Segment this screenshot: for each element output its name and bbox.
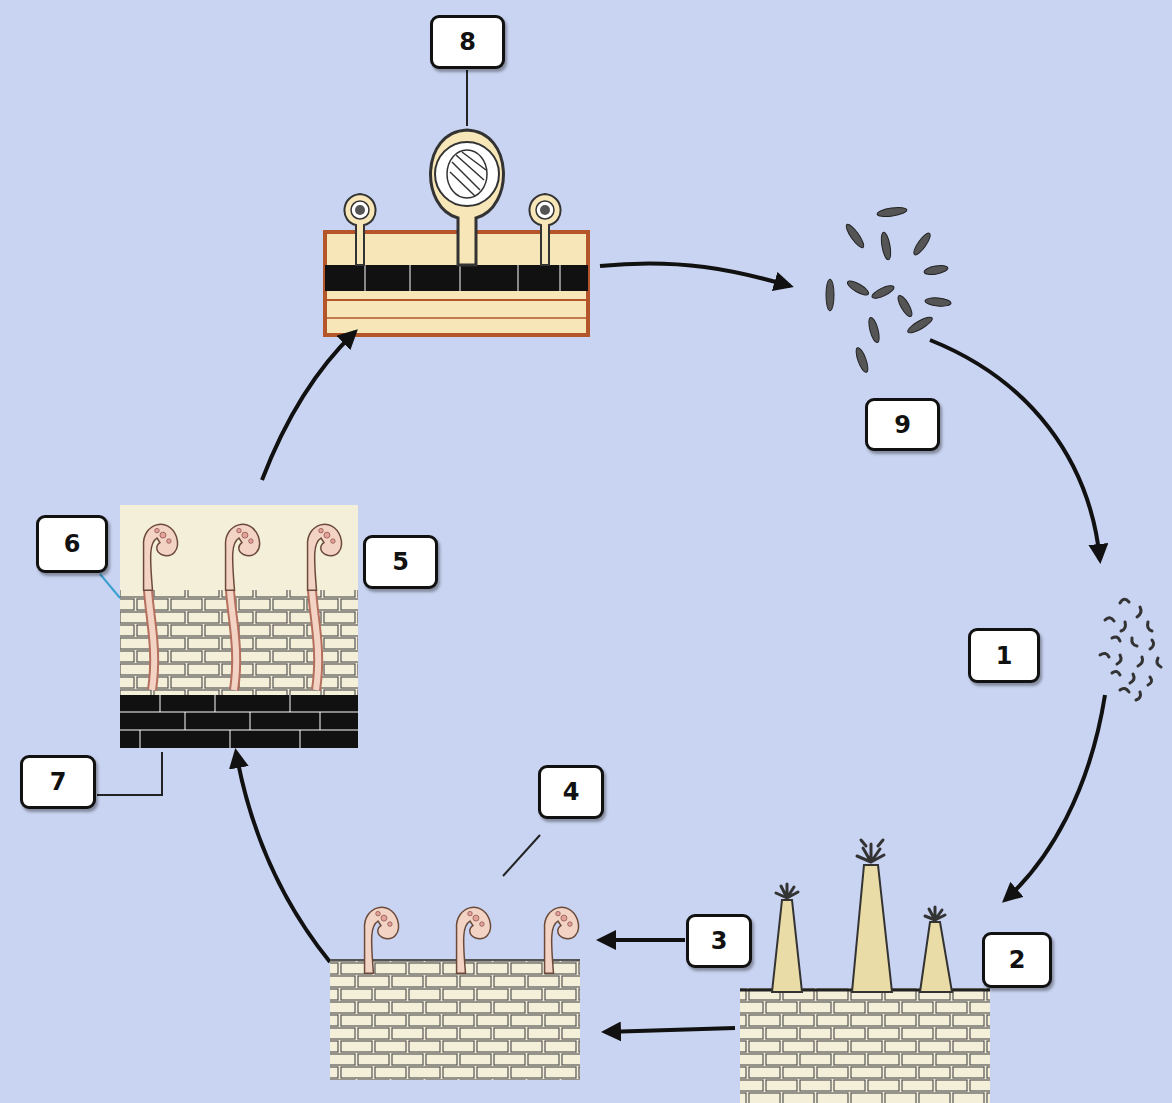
leader-line	[97, 752, 162, 795]
callout-number: 1	[996, 642, 1013, 670]
callout-number: 9	[894, 411, 911, 439]
callout-box: 4	[538, 765, 604, 819]
callout-box: 5	[363, 535, 438, 589]
leader-line	[466, 70, 468, 126]
conidia	[1100, 599, 1161, 700]
callout-box: 1	[968, 628, 1040, 683]
callout-number: 5	[392, 548, 409, 576]
germinating-sclerotium	[740, 840, 990, 1103]
callout-box: 2	[982, 932, 1052, 988]
callout-box: 6	[36, 515, 108, 573]
callout-box: 3	[686, 914, 752, 968]
sclerotium-section	[120, 505, 358, 748]
callout-number: 4	[563, 778, 580, 806]
callout-number: 3	[711, 927, 728, 955]
callout-number: 7	[50, 768, 67, 796]
leader-line	[100, 574, 120, 598]
leader-line	[503, 835, 540, 876]
callout-number: 8	[459, 28, 476, 56]
stroma-section	[325, 130, 588, 335]
ascospores	[826, 206, 951, 374]
cycle-arrows	[236, 263, 1105, 1032]
callout-box: 8	[430, 15, 505, 69]
callout-box: 9	[865, 398, 940, 451]
callout-number: 6	[64, 530, 81, 558]
callout-number: 2	[1009, 946, 1026, 974]
infected-tissue	[330, 907, 580, 1080]
callout-box: 7	[20, 755, 96, 809]
